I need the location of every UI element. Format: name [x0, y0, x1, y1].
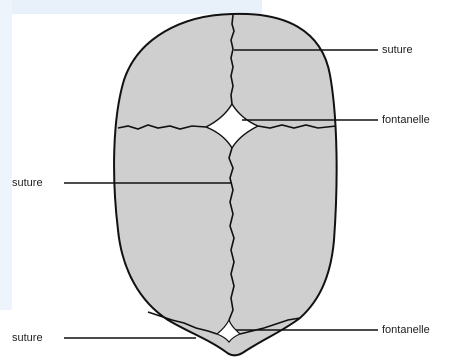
- label-suture-left-middle: suture: [12, 177, 43, 189]
- label-fontanelle-upper: fontanelle: [382, 114, 430, 126]
- label-suture-left-bottom: suture: [12, 332, 43, 344]
- skull-outline: [114, 14, 337, 356]
- label-fontanelle-lower: fontanelle: [382, 324, 430, 336]
- label-suture-top-right: suture: [382, 44, 413, 56]
